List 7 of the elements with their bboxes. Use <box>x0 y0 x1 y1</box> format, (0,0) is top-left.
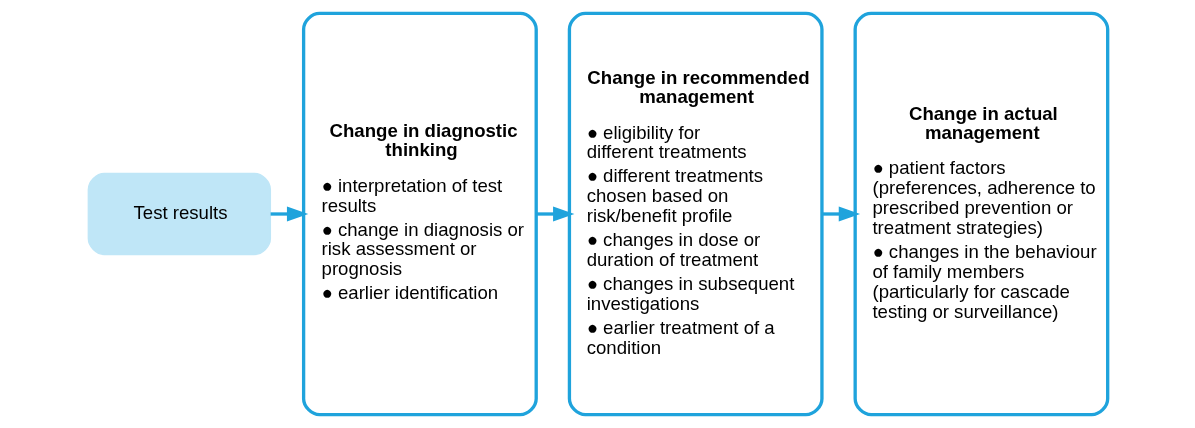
arrow <box>270 206 308 222</box>
node-box: Change in actual management ● patient factors (preferences, adherence to prescribed prevention or treatment strategies) ● changes in the behaviour of family members (particularly for cascade testing or surveillance) <box>853 11 1109 417</box>
arrow <box>821 206 860 222</box>
node-box: Test results <box>87 172 271 256</box>
node-box: Change in recommended management ● eligibility for different treatments ● different treatments chosen based on risk/benefit profile ● changes in dose or duration of treatment ● changes in subsequent investigations ● earlier treatment of a condition <box>567 11 824 417</box>
arrow <box>535 206 574 222</box>
node-box: Change in diagnostic thinking ● interpretation of test results ● change in diagnosis or risk assessment or prognosis ● earlier identification <box>301 11 538 417</box>
